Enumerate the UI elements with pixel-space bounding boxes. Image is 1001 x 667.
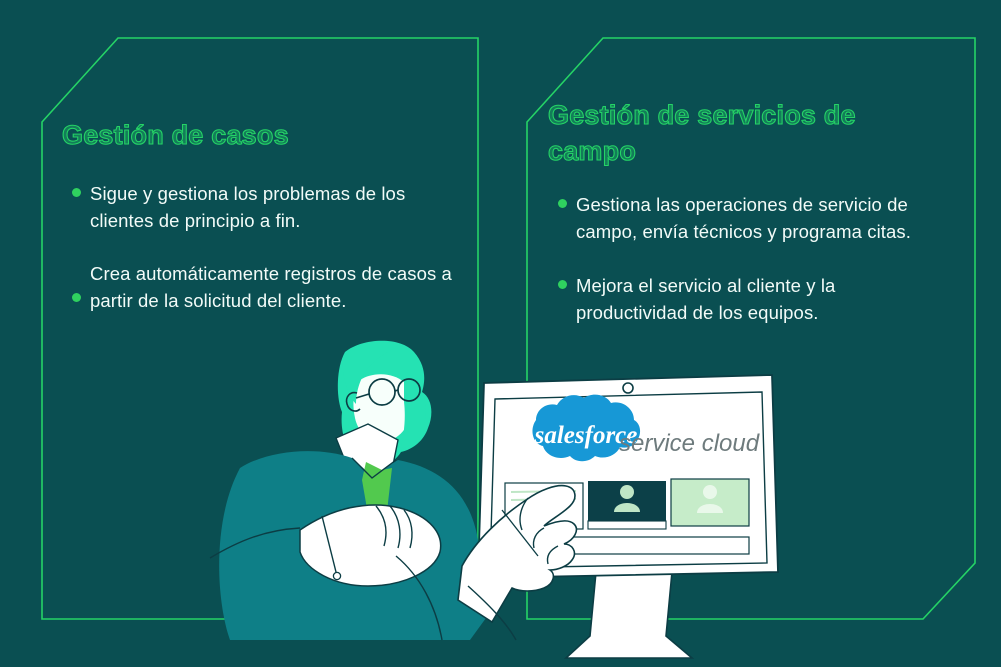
bullet-dot-icon [72, 187, 81, 197]
list-item: Sigue y gestiona los problemas de los cl… [62, 180, 462, 234]
person-arm-lower-line [395, 555, 443, 641]
person-torso [219, 451, 486, 640]
list-item-text: Crea automáticamente registros de casos … [90, 263, 452, 312]
person-collar [335, 423, 399, 479]
bullet-dot-icon [558, 279, 567, 289]
person-hair [337, 340, 432, 467]
bullet-dot-icon [72, 293, 81, 302]
screen-tiles [504, 478, 750, 530]
list-item-text: Gestiona las operaciones de servicio de … [576, 194, 911, 243]
left-panel-bullet-list: Sigue y gestiona los problemas de los cl… [62, 180, 462, 315]
hand-finger-line-a [532, 527, 545, 549]
avatar-body-icon [697, 504, 723, 513]
person-finger-line-2 [389, 505, 401, 549]
person-glasses-icon [355, 378, 421, 406]
avatar-head-icon [703, 485, 717, 499]
service-cloud-wordmark: service cloud [619, 430, 760, 457]
panel-right: Gestión de servicios de campo Gestiona l… [547, 98, 948, 326]
hand-shape [457, 484, 578, 624]
person-hand-left [299, 504, 442, 587]
person-arm-line [209, 527, 301, 559]
bullet-dot-icon [558, 199, 567, 209]
list-item: Gestiona las operaciones de servicio de … [548, 191, 948, 245]
right-panel-heading: Gestión de servicios de campo [547, 99, 856, 166]
right-panel-bullet-list: Gestiona las operaciones de servicio de … [548, 191, 948, 326]
screen-row-1 [502, 536, 750, 555]
monitor-screen [489, 391, 768, 569]
person-ear [345, 391, 361, 412]
person-finger-line-1 [403, 509, 413, 549]
monitor-bezel [477, 374, 779, 579]
person-face [353, 374, 412, 442]
avatar-body-icon [614, 503, 640, 512]
salesforce-cloud-logo: salesforce [532, 394, 641, 462]
avatar-head-icon [620, 485, 634, 499]
person-shirt-v [351, 457, 397, 479]
list-item: Crea automáticamente registros de casos … [62, 260, 462, 314]
hand-sleeve-line [501, 509, 539, 557]
person-hair-front [342, 341, 398, 404]
hand-cuff-line [467, 585, 517, 641]
person-cuff-button [332, 571, 342, 581]
left-panel-heading: Gestión de casos [61, 119, 289, 150]
person-figure [209, 340, 486, 641]
person-finger-line-3 [375, 505, 387, 547]
person-cuff-line [321, 515, 337, 573]
monitor-stand [563, 571, 695, 659]
person-pointing-hand [457, 484, 578, 641]
list-item-text: Mejora el servicio al cliente y la produ… [576, 274, 836, 323]
salesforce-wordmark: salesforce [534, 422, 638, 449]
list-item: Mejora el servicio al cliente y la produ… [548, 272, 948, 326]
monitor: salesforce service cloud [477, 374, 779, 659]
person-hair-side [400, 378, 426, 450]
tile-avatar-light [670, 478, 750, 527]
panel-left: Gestión de casos Sigue y gestiona los pr… [61, 118, 462, 315]
tile-chart [504, 482, 584, 530]
hand-knuckle-line [519, 497, 529, 531]
person-tie [362, 462, 392, 526]
tile-avatar-dark [588, 481, 666, 521]
hand-finger-line-b [546, 545, 559, 565]
monitor-camera-icon [622, 382, 634, 394]
list-item-text: Sigue y gestiona los problemas de los cl… [90, 182, 406, 231]
tile-chart-line [511, 493, 575, 519]
